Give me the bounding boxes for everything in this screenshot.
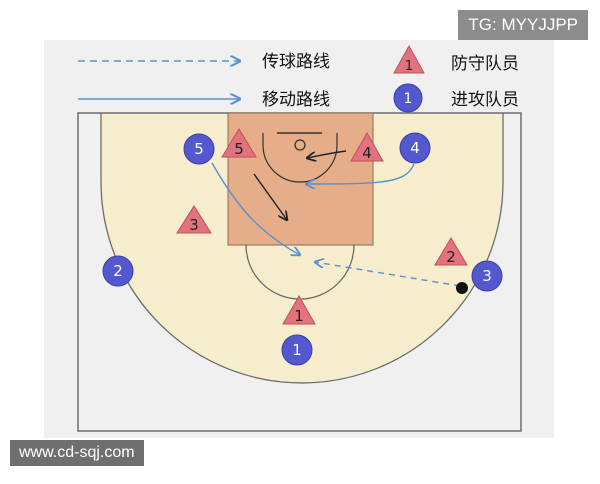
play-routes	[211, 150, 461, 287]
legend-attacker-number: 1	[404, 91, 413, 107]
attacker-5-number: 5	[194, 140, 204, 158]
move-route-player5	[211, 162, 300, 255]
pass-route-player3	[315, 262, 461, 287]
attacker-4-number: 4	[410, 139, 420, 157]
legend-defender-label: 防守队员	[451, 54, 519, 74]
legend-defender-number: 1	[405, 59, 413, 74]
legend-attacker-label: 进攻队员	[451, 90, 519, 110]
defender-1-triangle-icon	[282, 294, 316, 325]
legend-pass-label: 传球路线	[262, 52, 330, 72]
attacker-2-circle-icon	[102, 255, 134, 287]
defender-3-number: 3	[189, 216, 199, 234]
attacker-4-circle-icon	[399, 132, 431, 164]
defender5-move-arrow	[253, 173, 287, 220]
legend-defender-triangle-icon	[393, 44, 425, 74]
ball-icon	[456, 282, 468, 294]
defender4-move-arrow	[307, 150, 347, 158]
paint-area	[227, 112, 374, 246]
legend-attacker-circle-icon	[393, 83, 423, 113]
move-route-player4	[306, 163, 415, 184]
defender-3-triangle-icon	[176, 205, 212, 234]
defender-2-triangle-icon	[434, 237, 468, 266]
attacker-1-number: 1	[292, 341, 302, 359]
defender-1-number: 1	[294, 307, 304, 325]
defender-5-triangle-icon	[221, 128, 257, 158]
basket-rim	[294, 139, 306, 151]
attacker-3-circle-icon	[471, 260, 503, 292]
legend-move-label: 移动路线	[262, 90, 330, 110]
defender-4-number: 4	[362, 144, 372, 162]
watermark-top: TG: MYYJJPP	[458, 10, 588, 40]
attacker-1-circle-icon	[281, 334, 313, 366]
defender-5-number: 5	[234, 140, 244, 158]
attacker-3-number: 3	[482, 267, 492, 285]
defender-2-number: 2	[446, 248, 456, 266]
attacker-5-circle-icon	[183, 133, 215, 165]
attacker-2-number: 2	[113, 262, 123, 280]
restricted-arc	[262, 144, 338, 183]
watermark-bottom: www.cd-sqj.com	[10, 440, 144, 466]
defender-4-triangle-icon	[350, 131, 384, 162]
